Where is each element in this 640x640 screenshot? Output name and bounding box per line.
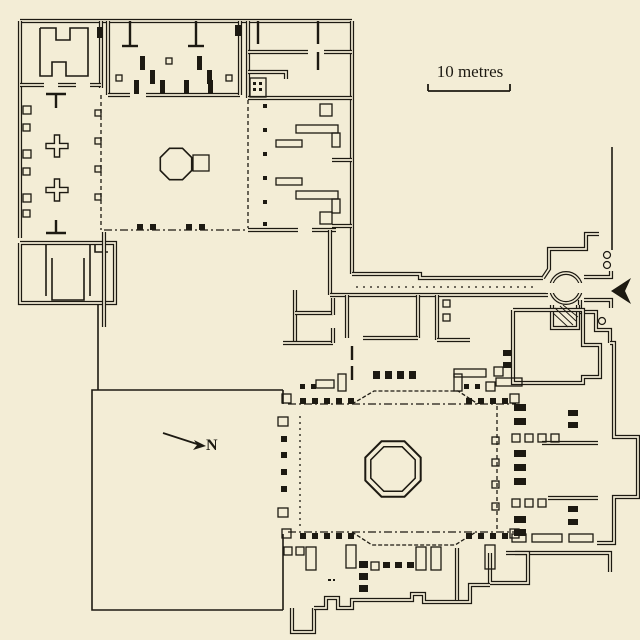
piers-layer [22, 21, 594, 592]
stair-hatch [552, 304, 579, 328]
scale-label: 10 metres [436, 62, 504, 81]
vestibule-rotunda [546, 250, 612, 326]
north-label: N [206, 437, 218, 454]
fountains-layer [159, 147, 422, 498]
scale-bar [427, 84, 511, 92]
walls-layer [17, 18, 640, 635]
entrance-arrow [611, 278, 631, 304]
north-arrow [162, 432, 206, 450]
